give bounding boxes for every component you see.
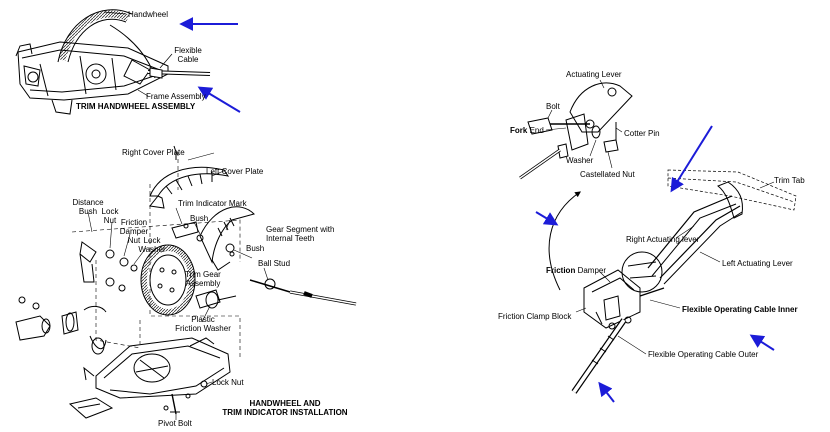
label-flexible-cable-inner: Flexible Operating Cable Inner: [682, 305, 798, 314]
label-friction-damper-bold: Friction: [546, 266, 576, 275]
title-installation-line2: TRIM INDICATOR INSTALLATION: [222, 408, 348, 417]
label-right-actuating-lever: Right Actuating lever: [626, 235, 700, 244]
handwheel-assembly-drawing: [15, 9, 211, 115]
label-fork-end: Fork End: [510, 126, 544, 135]
label-friction-damper-nut-line3: Nut: [127, 236, 141, 245]
label-pivot-bolt: Pivot Bolt: [158, 419, 192, 428]
label-flexible-cable-line2: Cable: [177, 55, 199, 64]
label-left-cover-plate: Left Cover Plate: [206, 167, 264, 176]
installation-drawing: [15, 145, 357, 420]
label-lock-washer-line1: Lock: [143, 236, 161, 245]
label-trim-gear-line2: Assembly: [185, 279, 221, 288]
label-frame-assembly: Frame Assembly: [146, 92, 206, 101]
label-gear-segment-line1: Gear Segment with: [266, 225, 335, 234]
label-trim-gear-line1: Trim Gear: [185, 270, 221, 279]
label-fork-end-rest: End: [527, 126, 544, 135]
blue-arrow-icon: [670, 125, 713, 193]
label-distance-bush-line1: Distance: [72, 198, 104, 207]
label-trim-tab: Trim Tab: [774, 176, 805, 185]
label-flexible-cable-line1: Flexible: [174, 46, 202, 55]
label-friction-damper-nut-line2: Damper: [119, 227, 149, 236]
label-flexible-cable-outer: Flexible Operating Cable Outer: [648, 350, 759, 359]
label-friction-damper-nut-line1: Friction: [120, 218, 148, 227]
label-ball-stud: Ball Stud: [258, 259, 291, 268]
label-plastic-washer-line2: Friction Washer: [175, 324, 231, 333]
label-right-cover-plate: Right Cover Plate: [122, 148, 185, 157]
label-left-actuating-lever: Left Actuating Lever: [722, 259, 793, 268]
blue-arrow-icon: [197, 86, 241, 113]
label-friction-clamp-block: Friction Clamp Block: [498, 312, 572, 321]
label-cotter-pin: Cotter Pin: [624, 129, 660, 138]
label-actuating-lever: Actuating Lever: [566, 70, 622, 79]
title-installation-line1: HANDWHEEL AND: [249, 399, 321, 408]
blue-arrow-icon: [598, 381, 615, 403]
label-fork-end-bold: Fork: [510, 126, 528, 135]
blue-arrow-icon: [535, 211, 559, 226]
label-bush-upper: Bush: [190, 214, 209, 223]
label-lock-washer-line2: Washer: [138, 245, 166, 254]
label-friction-damper-rest: Damper: [575, 266, 607, 275]
label-castellated-nut: Castellated Nut: [580, 170, 635, 179]
label-bush-lower: Bush: [246, 244, 265, 253]
blue-arrows: [179, 17, 775, 403]
label-friction-damper: Friction Damper: [546, 266, 606, 275]
title-trim-handwheel-assembly: TRIM HANDWHEEL ASSEMBLY: [76, 102, 196, 111]
label-distance-bush-line2: Bush: [78, 207, 98, 216]
label-lock-nut-line2: Nut: [103, 216, 117, 225]
blue-arrow-icon: [749, 334, 775, 351]
label-plastic-washer-line1: Plastic: [191, 315, 215, 324]
trim-tab-drawing: [519, 79, 797, 394]
label-bolt: Bolt: [546, 102, 560, 111]
label-handwheel: Handwheel: [128, 10, 169, 19]
label-lock-nut-line1: Lock: [101, 207, 119, 216]
label-gear-segment-line2: Internal Teeth: [266, 234, 315, 243]
label-lock-nut-bottom: Lock Nut: [212, 378, 244, 387]
label-washer: Washer: [566, 156, 594, 165]
label-trim-indicator-mark: Trim Indicator Mark: [178, 199, 247, 208]
